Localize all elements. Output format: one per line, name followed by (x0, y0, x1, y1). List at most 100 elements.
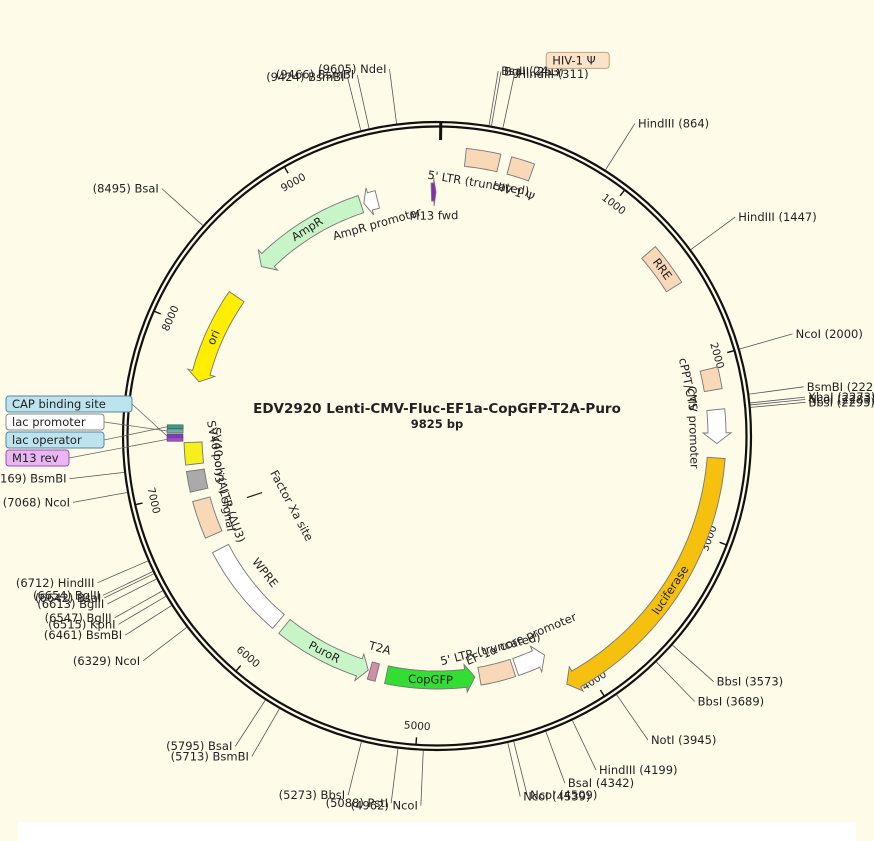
tick-6000 (235, 665, 242, 672)
boxed-label-text-2: lac promoter (12, 415, 86, 429)
site-label-6329-ncoi: (6329) NcoI (73, 654, 140, 668)
feature-puror-arrow (278, 618, 369, 682)
site-label-hindiii-864: HindIII (864) (638, 116, 709, 130)
site-line-19 (507, 742, 521, 797)
site-line-34 (69, 471, 125, 480)
site-label-6712-hindiii: (6712) HindIII (16, 576, 95, 590)
feature-3-ltr-u3-arrow (192, 496, 223, 539)
tick-label-9000: 9000 (279, 171, 308, 195)
boxed-label-leader-1 (131, 403, 168, 437)
boxed-label-text-4: M13 rev (12, 451, 59, 465)
site-line-13 (672, 644, 714, 682)
site-label-9466-bsmbi: (9466) BsmBI (276, 68, 354, 82)
site-label-hindiii-311: HindIII (311) (517, 67, 588, 81)
site-line-7 (690, 216, 736, 250)
boxed-label-bg-0 (545, 51, 610, 69)
site-line-8 (739, 333, 793, 350)
boxed-label-hiv-1: HIV-1 Ψ (545, 51, 610, 69)
feature-sv40-poly-a-signal-arrow (185, 468, 209, 493)
feature-label-luciferase: luciferase (649, 563, 692, 617)
feature-t2a-arrow (366, 661, 381, 682)
site-line-15 (616, 694, 649, 741)
feature-m13-fwd-arrow (430, 177, 437, 207)
site-label-8495-bsai: (8495) BsaI (93, 182, 159, 196)
feature-luciferase-arrow (566, 456, 726, 693)
tick-label-8000: 8000 (160, 304, 182, 333)
site-label-9424-bsmbi: (9424) BsmBI (266, 70, 344, 84)
bottom-bar (18, 822, 856, 841)
feature-hiv-1-arrow (506, 156, 536, 182)
site-line-27 (118, 595, 167, 625)
tick-9000 (284, 166, 289, 174)
site-label-6654-bglii: (6654) BglII (33, 588, 100, 602)
feature-cppt-cts-arrow (699, 366, 723, 393)
boxed-label-text-1: CAP binding site (12, 397, 106, 411)
tick-label-6000: 6000 (234, 644, 262, 670)
site-line-35 (161, 188, 204, 226)
boxed-label-text-3: lac operator (12, 433, 82, 447)
feature-label-ori: ori (204, 328, 223, 347)
tick-label-7000: 7000 (144, 486, 162, 515)
site-line-5 (502, 74, 515, 129)
boxed-label-cap-binding-site: CAP binding site (5, 395, 168, 437)
site-line-31 (102, 571, 153, 596)
feature-rre-arrow (641, 245, 683, 293)
site-line-16 (572, 720, 597, 771)
feature-cmv-promoter-arrow (701, 408, 733, 445)
site-label-6547-bglii: (6547) BglII (45, 611, 112, 625)
feature-5-ltr-truncated-arrow (477, 658, 517, 686)
boxed-label-lac-promoter: lac promoter (5, 413, 168, 432)
site-line-33 (72, 492, 128, 503)
tick-1000 (619, 189, 625, 197)
site-line-23 (251, 708, 280, 757)
site-label-ncoi-4539: NcoI (4539) (523, 790, 590, 804)
site-line-10 (750, 396, 805, 404)
map-length: 9825 bp (411, 417, 463, 431)
factor-xa-mark (246, 492, 263, 499)
tick-label-2000: 2000 (707, 341, 726, 370)
site-label-xbai-2273: XbaI (2273) (808, 390, 874, 404)
site-line-0 (389, 69, 397, 124)
boxed-label-leader-3 (103, 426, 168, 441)
feature-ef-1-core-promoter-arrow (512, 645, 545, 677)
tick-label-1000: 1000 (599, 192, 628, 218)
feature-sv40-ori-arrow (183, 441, 205, 466)
site-label-7068-ncoi: (7068) NcoI (3, 495, 70, 509)
site-label-5795-bsai: (5795) BsaI (166, 739, 232, 753)
site-label-bbsi-3689: BbsI (3689) (698, 695, 764, 709)
boxed-label-leader-2 (103, 421, 168, 432)
map-title: EDV2920 Lenti-CMV-Fluc-EF1a-CopGFP-T2A-P… (253, 401, 621, 417)
feature-copgfp-arrow (384, 663, 476, 694)
boxed-labels: HIV-1 Ψ CAP binding site lac promoter lac o… (5, 51, 610, 467)
site-label-6613-bglii: (6613) BglII (37, 597, 104, 611)
site-label-7169-bsmbi: (7169) BsmBI (0, 472, 66, 486)
feature-label-copgfp: CopGFP (408, 672, 453, 687)
site-line-18 (513, 741, 528, 795)
site-line-24 (235, 699, 266, 747)
site-line-14 (656, 661, 695, 702)
tick-4000 (599, 689, 605, 697)
site-line-1 (356, 74, 370, 129)
feature-lac-promoter-mark (166, 428, 184, 434)
feature-label-cmv-promoter: CMV promoter (685, 386, 702, 470)
site-label-6642-bsai: (6642) BsaI (35, 591, 101, 605)
site-line-30 (104, 573, 154, 599)
site-label-hindiii-1447: HindIII (1447) (738, 210, 817, 224)
boxed-label-lac-operator: lac operator (5, 426, 168, 449)
boxed-label-leader-4 (68, 438, 168, 459)
factor-xa-label: Factor Xa site (267, 468, 316, 544)
site-line-11 (750, 399, 806, 406)
feature-ampr-arrow (257, 195, 365, 271)
feature-5-ltr-truncated-arrow (464, 148, 502, 173)
feature-m13-rev-mark (166, 437, 184, 442)
tick-label-5000: 5000 (403, 719, 430, 733)
site-label-6461-bsmbi: (6461) BsmBI (44, 628, 122, 642)
tick-2000 (727, 349, 735, 354)
feature-cap-binding-site-mark (166, 424, 184, 430)
boxed-label-text-0: HIV-1 Ψ (552, 53, 595, 67)
site-label-hindiii-4199: HindIII (4199) (599, 763, 678, 777)
site-line-2 (347, 76, 362, 131)
site-label-bsai-4342: BsaI (4342) (568, 776, 634, 790)
site-line-25 (142, 627, 188, 662)
site-line-20 (420, 750, 424, 806)
